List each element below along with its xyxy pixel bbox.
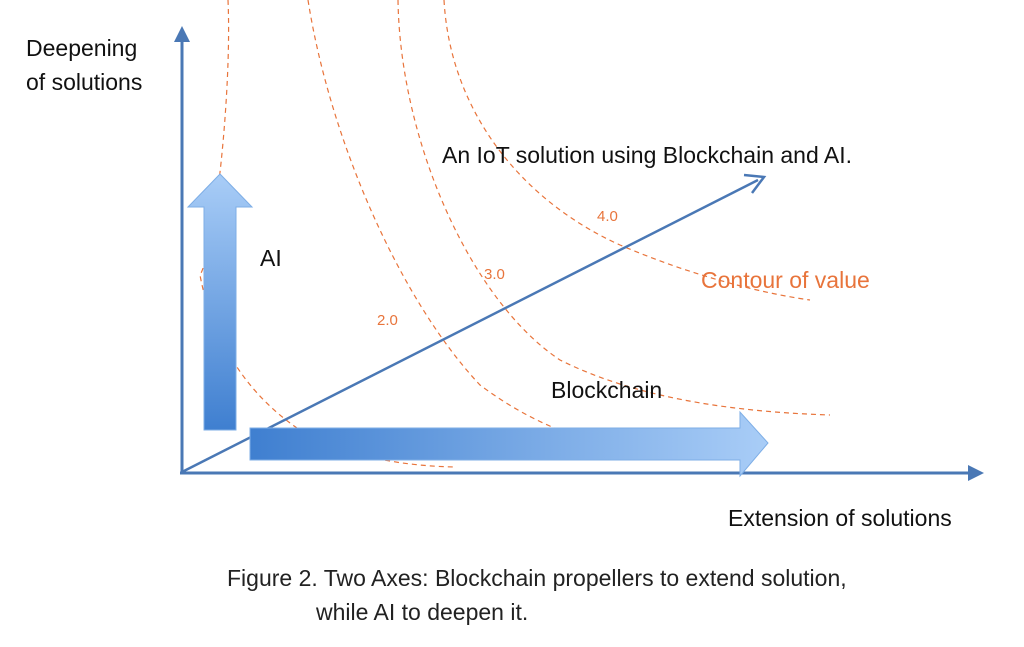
diagonal-arrow-label: An IoT solution using Blockchain and AI. (442, 142, 852, 168)
figure-caption-line2: while AI to deepen it. (316, 599, 529, 625)
figure-caption-line1: Figure 2. Two Axes: Blockchain propeller… (227, 565, 847, 591)
blockchain-block-arrow (249, 410, 769, 478)
x-axis-arrowhead (968, 465, 984, 481)
contour-of-value-label: Contour of value (701, 267, 870, 293)
diagonal-arrow (181, 173, 767, 474)
ai-block-arrow (186, 173, 254, 431)
contour-curve-4 (443, 0, 811, 301)
ai-label: AI (260, 245, 282, 271)
contour-level-3-label: 3.0 (484, 266, 505, 283)
y-axis-arrowhead (174, 26, 190, 42)
blockchain-label: Blockchain (551, 377, 662, 403)
y-axis-label-line2: of solutions (26, 69, 142, 95)
value-contours (199, 0, 831, 468)
x-axis (180, 465, 984, 481)
contour-curve-3 (397, 0, 831, 416)
y-axis-label-line1: Deepening (26, 35, 137, 61)
x-axis-label: Extension of solutions (728, 505, 952, 531)
contour-level-4-label: 4.0 (597, 208, 618, 225)
y-axis (174, 26, 190, 473)
contour-level-2-label: 2.0 (377, 312, 398, 329)
diagonal-arrowhead (743, 173, 767, 194)
